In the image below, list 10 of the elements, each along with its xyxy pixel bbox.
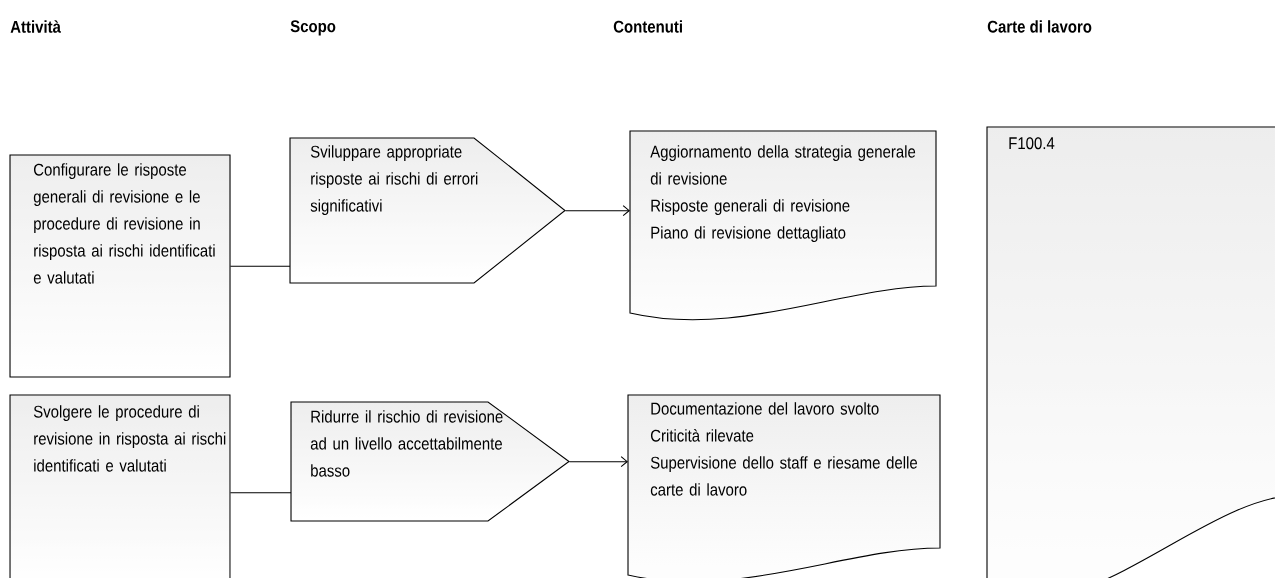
process-box: Svolgere le procedure di revisione in risposta ai rischi identificati e valutati — [9, 394, 231, 578]
arrow — [564, 205, 630, 217]
column-heading: Attività — [10, 20, 61, 33]
column-heading: Scopo — [290, 20, 336, 36]
column-heading: Carte di lavoro — [987, 20, 1092, 33]
arrow — [568, 456, 628, 468]
pentagon-box: Sviluppare appropriate risposte ai rischi di errori significativi — [289, 137, 566, 284]
process-box: Configurare le risposte generali di revisione e le procedure di revisione in risposta ai rischi identificati e valutati — [9, 154, 231, 378]
column-heading: Contenuti — [613, 20, 682, 33]
pentagon-box: Ridurre il rischio di revisione ad un livello accettabilmente basso — [290, 401, 570, 522]
